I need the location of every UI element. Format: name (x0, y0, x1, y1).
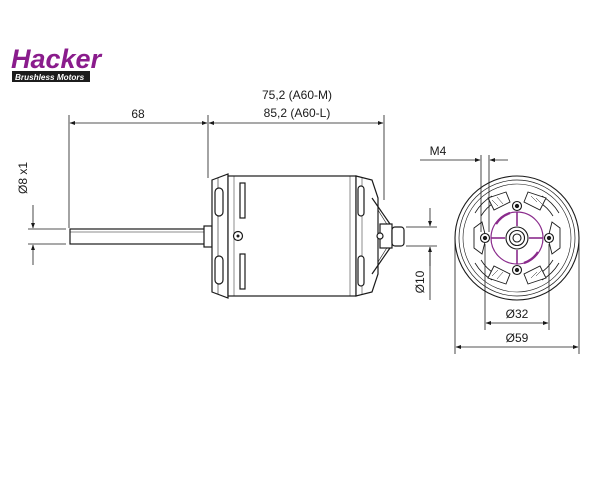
end-view-accent (490, 211, 544, 265)
shaft (69, 228, 209, 245)
motor-side-view (69, 173, 405, 299)
end-view-hub (479, 200, 555, 276)
dim-shaft-length: 68 (131, 107, 145, 121)
dim-bolt-circle: Ø32 (506, 307, 529, 321)
dim-outer-diameter: Ø59 (506, 331, 529, 345)
dim-length-m: 75,2 (A60-M) (262, 88, 332, 102)
hacker-logo: Hacker Brushless Motors (11, 44, 103, 82)
motor-can (227, 175, 357, 297)
dim-thread: M4 (430, 144, 447, 158)
end-view-dimensions (420, 155, 580, 354)
rear-collar (391, 226, 405, 247)
logo-tagline-bar (12, 71, 90, 82)
logo-brand: Hacker (11, 44, 103, 74)
dim-collar-diameter: Ø10 (413, 270, 427, 293)
logo-tagline: Brushless Motors (15, 73, 85, 82)
dim-length-l: 85,2 (A60-L) (264, 106, 331, 120)
dim-shaft-diameter: Ø8 x1 (16, 162, 30, 194)
side-view-dimensions (28, 115, 437, 300)
